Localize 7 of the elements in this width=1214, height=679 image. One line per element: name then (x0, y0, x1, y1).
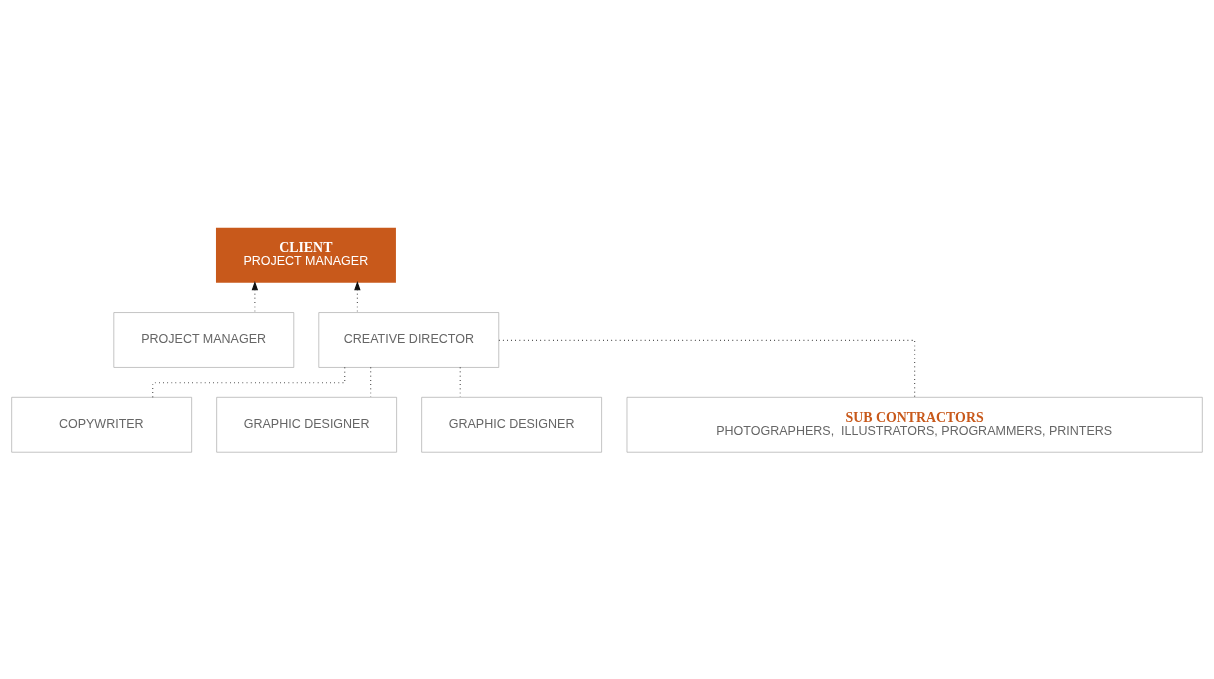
node-box: CLIENT PROJECT MANAGER (215, 227, 396, 283)
node-box: COPYWRITER (11, 396, 192, 453)
node-box: SUB CONTRACTORS PHOTOGRAPHERS, ILLUSTRATORS, PROGRAMMERS, PRINTERS (626, 396, 1203, 453)
node-box: GRAPHIC DESIGNER (421, 396, 602, 453)
node-box: CREATIVE DIRECTOR (318, 311, 500, 368)
node-box: PROJECT MANAGER (113, 311, 295, 368)
node-box: GRAPHIC DESIGNER (216, 396, 397, 453)
